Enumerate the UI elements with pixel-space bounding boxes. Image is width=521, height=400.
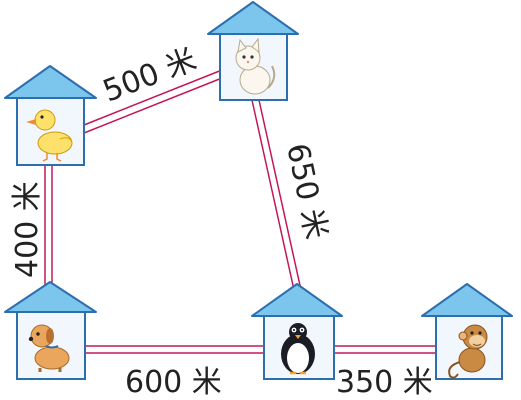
- penguin-icon: [281, 323, 315, 375]
- path-penguin-monkey: [334, 345, 436, 354]
- house-penguin: [251, 283, 343, 380]
- distance-label-dog-penguin: 600 米: [125, 365, 222, 400]
- house-cat: [207, 1, 299, 101]
- path-duck-dog: [44, 165, 53, 300]
- house-dog: [4, 281, 97, 380]
- monkey-icon: [448, 324, 488, 379]
- cat-icon: [235, 37, 276, 95]
- distance-label-duck-dog: 400 米: [10, 181, 45, 278]
- duck-icon: [26, 109, 73, 162]
- house-duck: [4, 65, 97, 166]
- path-cat-penguin: [251, 99, 302, 291]
- house-monkey: [421, 283, 513, 380]
- path-duck-cat: [83, 69, 223, 134]
- distance-label-penguin-monkey: 350 米: [336, 365, 433, 400]
- dog-icon: [28, 324, 70, 372]
- path-dog-penguin: [86, 345, 264, 354]
